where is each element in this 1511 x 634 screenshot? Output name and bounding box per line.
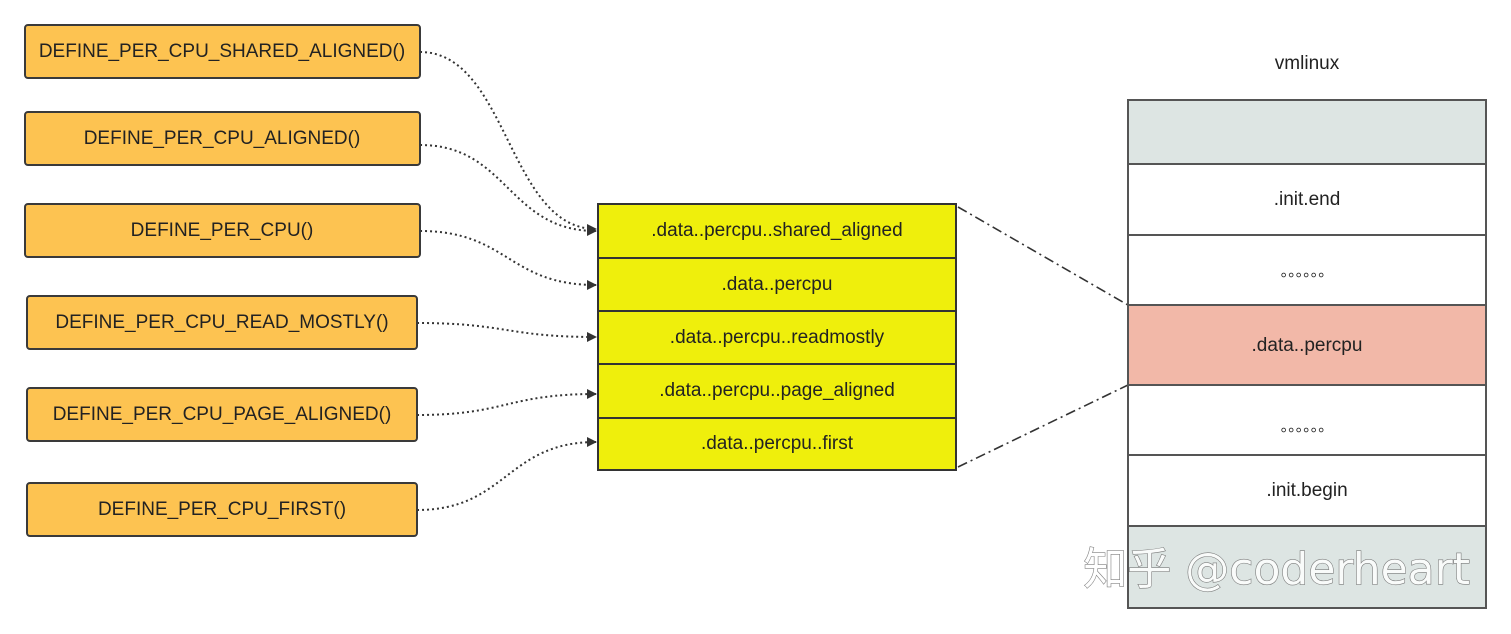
- vmlinux-region-highlight: .data..percpu: [1127, 304, 1487, 386]
- section-box: .data..percpu..first: [597, 417, 957, 471]
- section-label: .data..percpu..shared_aligned: [651, 220, 902, 241]
- macro-label: DEFINE_PER_CPU_SHARED_ALIGNED(): [39, 41, 405, 62]
- section-box: .data..percpu..readmostly: [597, 310, 957, 365]
- vmlinux-region-label: 。。。。。。: [1281, 418, 1334, 435]
- arrow-connector: [416, 389, 597, 416]
- macro-label: DEFINE_PER_CPU_FIRST(): [98, 499, 346, 520]
- section-box: .data..percpu..shared_aligned: [597, 203, 957, 259]
- macro-label: DEFINE_PER_CPU(): [131, 220, 314, 241]
- zoom-connector-line: [957, 206, 1129, 306]
- watermark-text: 知乎 @coderheart: [1083, 544, 1470, 595]
- vmlinux-layout: .init.end 。。。。。。 .data..percpu 。。。。。。 .i…: [1127, 99, 1487, 609]
- arrow-connector: [416, 437, 597, 511]
- section-label: .data..percpu..first: [701, 433, 854, 454]
- macro-box: DEFINE_PER_CPU_PAGE_ALIGNED(): [26, 387, 418, 442]
- arrow-connector: [416, 322, 597, 342]
- vmlinux-region: 。。。。。。: [1127, 384, 1487, 456]
- vmlinux-region-label: .init.end: [1274, 189, 1341, 210]
- macro-to-section-arrows: [416, 51, 597, 511]
- macro-label: DEFINE_PER_CPU_PAGE_ALIGNED(): [53, 404, 392, 425]
- macro-box: DEFINE_PER_CPU_SHARED_ALIGNED(): [24, 24, 421, 79]
- macro-box: DEFINE_PER_CPU_FIRST(): [26, 482, 418, 537]
- zoom-connector-line: [957, 384, 1129, 468]
- section-label: .data..percpu..readmostly: [670, 327, 885, 348]
- macro-label: DEFINE_PER_CPU_ALIGNED(): [84, 128, 361, 149]
- vmlinux-region: .init.end: [1127, 163, 1487, 236]
- vmlinux-region: [1127, 99, 1487, 165]
- macro-box: DEFINE_PER_CPU_ALIGNED(): [24, 111, 421, 166]
- vmlinux-region-label: 。。。。。。: [1281, 263, 1334, 280]
- vmlinux-region: .init.begin: [1127, 454, 1487, 527]
- vmlinux-region-label: .data..percpu: [1252, 335, 1363, 356]
- section-to-vmlinux-connectors: [957, 206, 1129, 468]
- section-box: .data..percpu: [597, 257, 957, 312]
- arrow-connector: [419, 51, 597, 234]
- section-label: .data..percpu: [722, 274, 833, 295]
- arrow-connector: [419, 144, 597, 236]
- section-stack: .data..percpu..shared_aligned .data..per…: [597, 203, 957, 471]
- section-box: .data..percpu..page_aligned: [597, 363, 957, 419]
- vmlinux-region: 。。。。。。: [1127, 234, 1487, 306]
- section-label: .data..percpu..page_aligned: [659, 380, 895, 401]
- vmlinux-title: vmlinux: [1275, 53, 1340, 74]
- macro-label: DEFINE_PER_CPU_READ_MOSTLY(): [55, 312, 388, 333]
- arrow-connector: [419, 230, 597, 290]
- macro-box: DEFINE_PER_CPU_READ_MOSTLY(): [26, 295, 418, 350]
- macro-box: DEFINE_PER_CPU(): [24, 203, 421, 258]
- vmlinux-region-label: .init.begin: [1266, 480, 1347, 501]
- vmlinux-region: [1127, 525, 1487, 609]
